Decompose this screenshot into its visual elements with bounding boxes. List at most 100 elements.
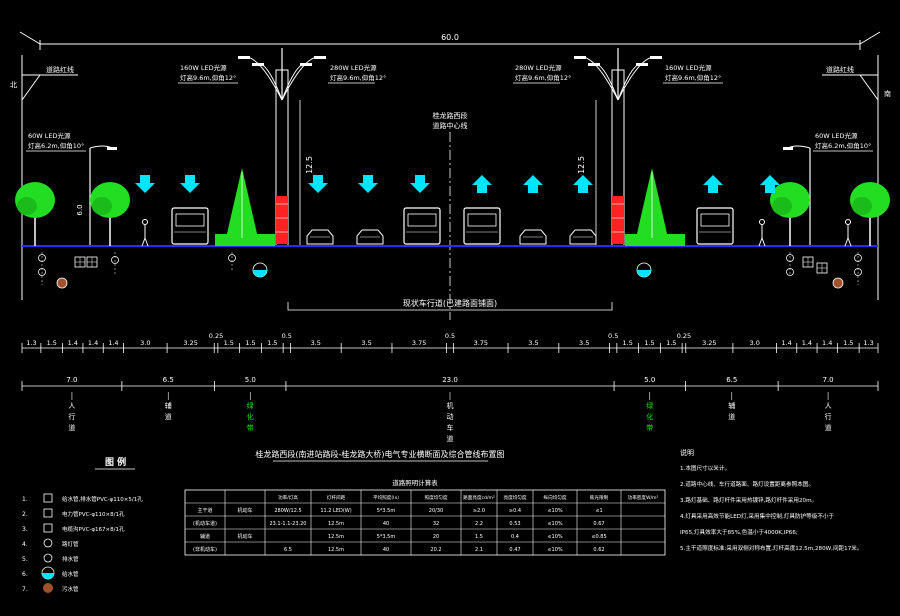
table-cell: 6.5 (284, 547, 292, 553)
zone-label-char: 化 (247, 412, 254, 421)
table-cell: 0.62 (593, 547, 604, 553)
lamp-160-left-line1: 160W LED光源 (180, 63, 227, 72)
table-cell: (机动车道) (193, 520, 217, 527)
legend-number: 2. (22, 511, 28, 518)
sewer-pipe-icon (56, 277, 68, 289)
dim-value: 1.4 (68, 339, 78, 347)
legend-text: 给水管,排水管PVC-φ110×5/1孔 (62, 495, 143, 503)
legend-water-icon (41, 566, 55, 580)
roadway-note: 现状车行道(已建路面铺面) (403, 298, 497, 308)
zone-label-char: 车 (447, 423, 454, 432)
table-cell: 20.2 (430, 547, 441, 553)
dim-value: 0.25 (209, 332, 223, 340)
dim-value: 1.3 (26, 339, 36, 347)
zone-label-char: 行 (825, 412, 832, 421)
table-cell: ≤10% (547, 547, 563, 553)
traffic-direction-arrows (135, 175, 780, 193)
drawing-title: 桂龙路西段(南进站路段-桂龙路大桥)电气专业横断面及综合管线布置图 (255, 449, 504, 459)
light-pole (238, 48, 326, 247)
table-cell: ≤0.85 (591, 534, 606, 540)
table-cell: 辅道 (200, 533, 210, 540)
zone-label-char: 辅 (728, 401, 735, 410)
zone-width: 23.0 (442, 376, 458, 384)
zone-width: 5.0 (644, 376, 655, 384)
dim-value: 3.0 (750, 339, 760, 347)
car-icon (306, 229, 334, 245)
south-label: 南 (884, 89, 891, 98)
tree (850, 182, 890, 246)
arrow-down-icon (308, 175, 328, 193)
legend-number: 5. (22, 556, 28, 563)
zone-label-char: 人 (825, 402, 832, 410)
dim-value: 1.5 (666, 339, 676, 347)
note-line: IP65,灯具效率大于85%,色温小于4000K,IP66; (680, 528, 798, 536)
table-header-cell: 眩光限制 (590, 494, 609, 501)
legend-sewer-icon (43, 583, 53, 593)
pedestrian-icon (141, 219, 149, 247)
table-header-cell: 灯杆间距 (327, 494, 346, 501)
table-cell: 23.1-1.1-23.20 (269, 521, 306, 527)
zone-label-char: 带 (646, 424, 653, 432)
table-cell: 12.5m (328, 534, 344, 540)
lamp-280-right-line2: 灯高9.6m,仰角12° (515, 73, 571, 82)
north-label: 北 (10, 81, 17, 89)
zone-width: 5.0 (245, 376, 256, 384)
table-cell: 40 (383, 521, 389, 527)
table-cell: ≥0.4 (509, 508, 521, 514)
zone-label-char: 带 (247, 424, 254, 432)
lamp-160-right-line1: 160W LED光源 (665, 63, 712, 72)
note-line: 3.路灯基础、路灯杆件采用热镀锌,路灯杆件采用20m。 (680, 496, 817, 504)
small-pole-height: 6.0 (76, 204, 84, 215)
legend-duct-icon (43, 508, 53, 518)
dim-value: 3.25 (183, 339, 197, 347)
dim-value: 1.5 (843, 339, 853, 347)
sewer-pipe-icon (832, 277, 844, 289)
table-cell: 0.4 (511, 534, 519, 540)
lamp-160-left-line2: 灯高9.6m,仰角12° (180, 73, 236, 82)
median-greenery (215, 168, 275, 246)
zone-width: 7.0 (822, 376, 833, 384)
vehicles (141, 207, 852, 247)
zone-width: 6.5 (726, 376, 737, 384)
pedestrian-icon (844, 219, 852, 247)
table-header-cell: 功率密度W/m² (628, 494, 659, 501)
water-pipe-icon (636, 262, 652, 278)
table-cell: 0.47 (509, 547, 520, 553)
lamp-60-left-line2: 灯高6.2m,仰角10° (28, 141, 84, 150)
table-cell: 280W/12.5 (274, 508, 301, 514)
bus-icon (171, 207, 209, 245)
left-red-line-label: 道路红线 (46, 65, 74, 74)
legend-text: 电缆沟PVC-φ167×8/1孔 (62, 525, 125, 533)
zone-label-char: 道 (825, 423, 832, 432)
table-cell: 0.53 (509, 521, 520, 527)
table-header-cell: 亮度均匀度 (504, 494, 527, 501)
overall-dimension (19, 31, 881, 50)
table-border (184, 489, 666, 556)
dimension-row-zones: 7.0人行道6.5辅道5.0绿化带23.0机动车道5.0绿化带6.5辅道7.0人… (21, 376, 879, 443)
center-line-label-1: 桂龙路西段 (433, 111, 468, 120)
arrow-up-icon (523, 175, 543, 193)
zone-label-char: 绿 (646, 401, 653, 410)
note-line: 2.道路中心线、车行道路面、路灯设置距离参照本图。 (680, 480, 814, 488)
dim-value: 3.5 (528, 339, 538, 347)
zone-label-char: 道 (447, 434, 454, 443)
legend: 1.给水管,排水管PVC-φ110×5/1孔2.电力管PVC-φ110×8/1孔… (22, 493, 143, 593)
table-cell: 12.5m (328, 521, 344, 527)
table-cell: 1.5 (475, 534, 483, 540)
arrow-up-icon (760, 175, 780, 193)
zone-label-char: 动 (447, 412, 454, 421)
dim-value: 1.5 (224, 339, 234, 347)
water-pipe-icon (252, 262, 268, 278)
arrow-down-icon (410, 175, 430, 193)
dim-value: 0.5 (445, 332, 455, 340)
table-cell: 机动车 (237, 507, 252, 514)
cable-duct-icon (74, 256, 86, 268)
median-shrubs (215, 168, 685, 246)
table-header-cell: 路面亮度cd/m² (463, 494, 495, 501)
dim-value: 0.25 (677, 332, 691, 340)
table-cell: ≤10% (547, 508, 563, 514)
arrow-down-icon (180, 175, 200, 193)
bus-icon (696, 207, 734, 245)
dim-value: 1.4 (108, 339, 118, 347)
